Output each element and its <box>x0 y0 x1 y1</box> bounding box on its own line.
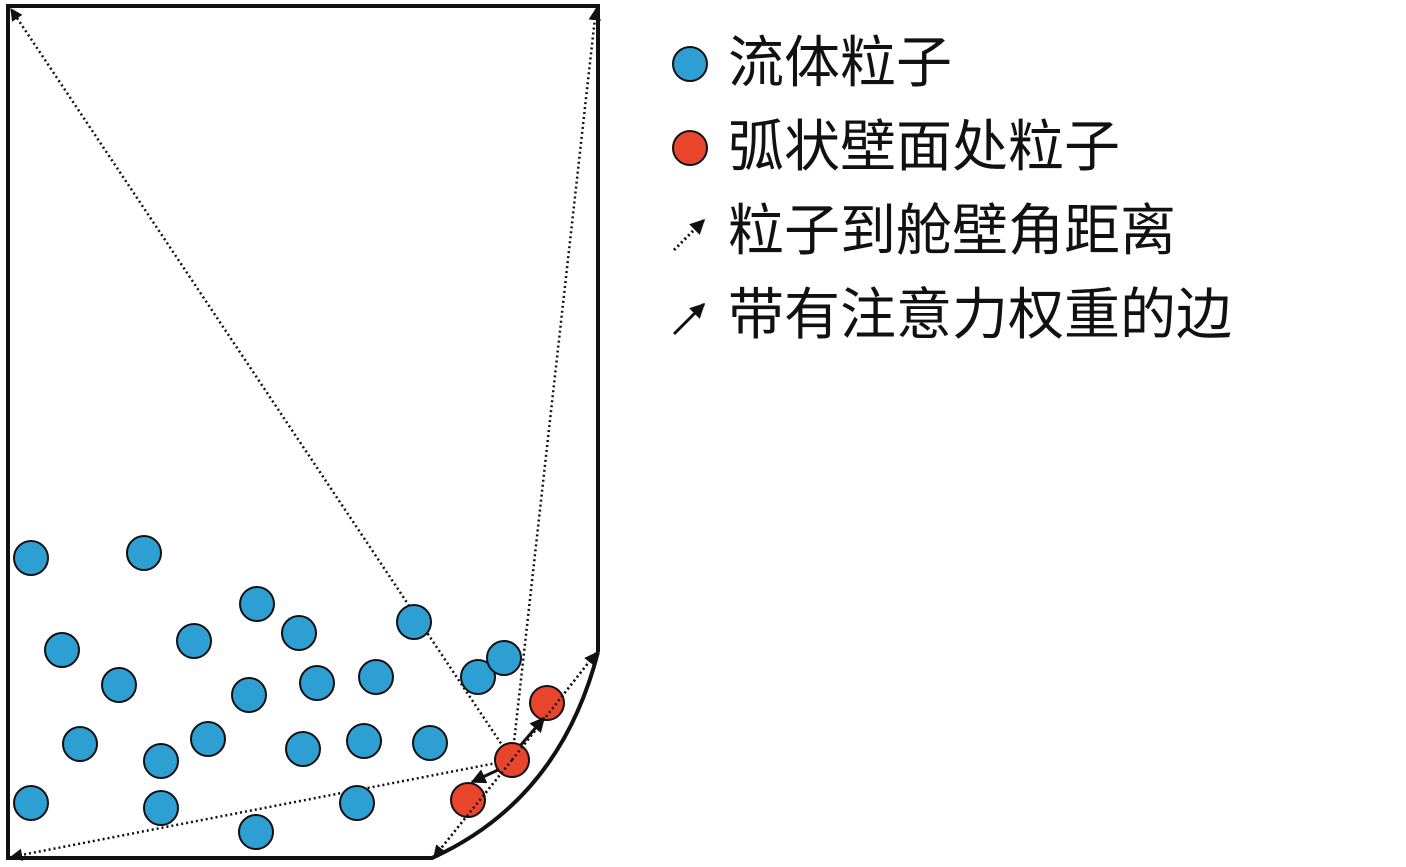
fluid-particle <box>143 743 179 779</box>
fluid-particle <box>486 640 522 676</box>
fluid-particle <box>126 535 162 571</box>
legend-item-fluid-particle: 流体粒子 <box>668 22 1232 106</box>
fluid-particle <box>299 665 335 701</box>
attention-edge <box>470 768 499 784</box>
distance-line <box>9 758 513 861</box>
wall-particle <box>529 685 565 721</box>
legend-item-wall-particle: 弧状壁面处粒子 <box>668 106 1232 190</box>
legend-item-attention-edge: 带有注意力权重的边 <box>668 274 1232 358</box>
solid-arrow-icon <box>672 302 706 336</box>
fluid-particle <box>346 723 382 759</box>
legend-label: 粒子到舱壁角距离 <box>728 199 1176 264</box>
fluid-particle <box>231 677 267 713</box>
wall-particle <box>450 782 486 818</box>
fluid-particle <box>238 814 274 850</box>
fluid-particle <box>460 659 496 695</box>
fluid-particle <box>396 604 432 640</box>
dotted-arrow-icon <box>672 218 706 252</box>
legend-label: 流体粒子 <box>728 31 952 96</box>
fluid-particle <box>285 731 321 767</box>
distance-line <box>433 759 513 858</box>
fluid-particle <box>44 632 80 668</box>
distance-line <box>510 7 601 761</box>
fluid-particle <box>101 667 137 703</box>
distance-line <box>9 7 514 761</box>
blue-circle-icon <box>672 46 708 82</box>
fluid-particle <box>13 540 49 576</box>
fluid-particle <box>339 785 375 821</box>
fluid-particle <box>412 725 448 761</box>
attention-edge <box>518 716 546 747</box>
legend-label: 弧状壁面处粒子 <box>728 115 1120 180</box>
fluid-particle <box>13 785 49 821</box>
fluid-particle <box>190 721 226 757</box>
fluid-particle <box>239 586 275 622</box>
tank-wall <box>6 4 600 860</box>
fluid-particle <box>176 623 212 659</box>
fluid-particle <box>281 615 317 651</box>
red-circle-icon <box>672 130 708 166</box>
fluid-particle <box>358 659 394 695</box>
legend-item-distance: 粒子到舱壁角距离 <box>668 190 1232 274</box>
fluid-particle <box>62 726 98 762</box>
legend-label: 带有注意力权重的边 <box>728 283 1232 348</box>
legend: 流体粒子 弧状壁面处粒子 粒子到舱壁角距离 带有注意力权重的边 <box>668 22 1232 358</box>
fluid-particle <box>143 790 179 826</box>
